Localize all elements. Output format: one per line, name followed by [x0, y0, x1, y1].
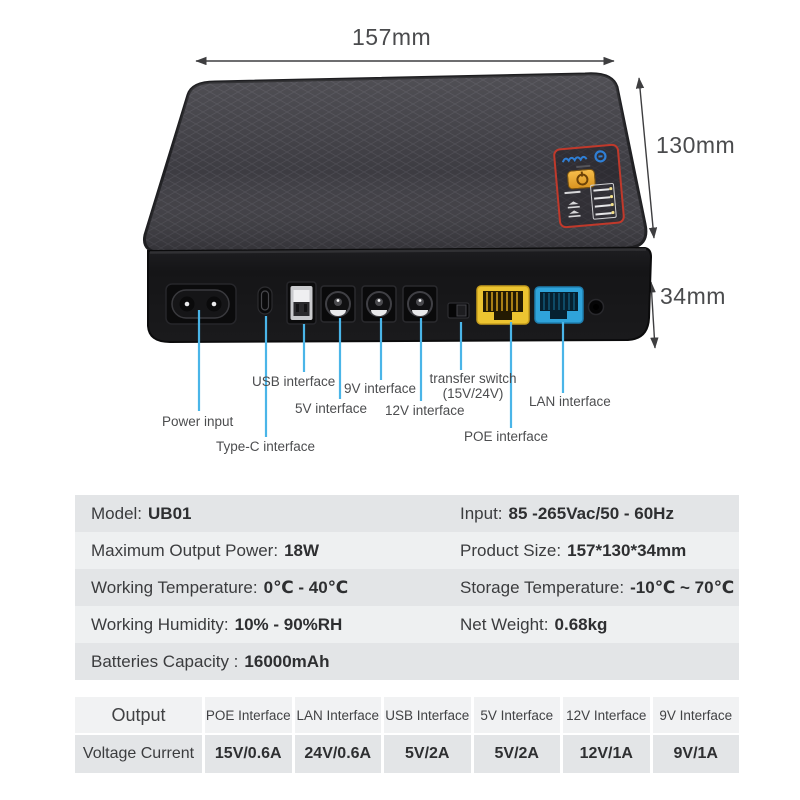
callout-lan: LAN interface	[529, 394, 611, 409]
callout-usb: USB interface	[252, 374, 336, 389]
callout-power-input: Power input	[162, 414, 234, 429]
spec-label: Working Humidity:	[91, 614, 229, 634]
dimension-height-label: 130mm	[656, 132, 736, 158]
spec-row-temperature: Working Temperature:0℃ - 40℃ Storage Tem…	[75, 569, 739, 606]
spec-value: 16000mAh	[244, 651, 330, 671]
dimension-thickness-label: 34mm	[660, 283, 726, 309]
output-value-cell: 5V/2A	[384, 735, 471, 773]
dc-5v-port	[320, 285, 356, 323]
power-icon	[575, 173, 589, 187]
spec-row-model: Model:UB01 Input:85 -265Vac/50 - 60Hz	[75, 495, 739, 532]
spec-value: 85 -265Vac/50 - 60Hz	[508, 503, 674, 523]
led-panel	[552, 143, 626, 229]
spec-label: Product Size:	[460, 540, 562, 560]
callout-9v: 9V interface	[344, 381, 417, 396]
callout-type-c: Type-C interface	[216, 439, 316, 454]
spec-value: 157*130*34mm	[567, 540, 687, 560]
spec-value: -10℃ ~ 70℃	[630, 577, 735, 597]
status-arrow-icons	[567, 201, 581, 218]
spec-label: Working Temperature:	[91, 577, 258, 597]
spec-row-battery: Batteries Capacity :16000mAh	[75, 643, 739, 680]
brand-logo	[561, 150, 607, 163]
panel-caption-mark	[576, 164, 591, 169]
spec-value: 0℃ - 40℃	[263, 577, 349, 597]
dc-12v-port	[402, 285, 438, 323]
spec-value: 0.68kg	[554, 614, 608, 634]
output-table-header: Output POE Interface LAN Interface USB I…	[75, 697, 739, 733]
battery-indicator-label	[564, 190, 581, 195]
spec-label: Storage Temperature:	[460, 577, 625, 597]
spec-table: Model:UB01 Input:85 -265Vac/50 - 60Hz Ma…	[75, 495, 739, 680]
output-row-label: Voltage Current	[75, 735, 202, 773]
device-ports	[165, 281, 605, 325]
round-dc-jack	[587, 298, 605, 316]
output-value-cell: 24V/0.6A	[294, 735, 381, 773]
output-header-cell: LAN Interface	[294, 697, 381, 733]
spec-value: 18W	[284, 540, 320, 560]
dimension-arrows	[195, 56, 659, 349]
spec-value: 10% - 90%RH	[234, 614, 343, 634]
output-table: Output POE Interface LAN Interface USB I…	[75, 697, 739, 773]
output-table-row: Voltage Current 15V/0.6A 24V/0.6A 5V/2A …	[75, 735, 739, 773]
spec-row-humidity: Working Humidity:10% - 90%RH Net Weight:…	[75, 606, 739, 643]
output-header-cell: POE Interface	[205, 697, 292, 733]
usb-a-port	[286, 281, 317, 325]
spec-row-power: Maximum Output Power:18W Product Size:15…	[75, 532, 739, 569]
callout-transfer-line2: (15V/24V)	[442, 386, 504, 401]
poe-port	[476, 285, 530, 325]
output-value-cell: 5V/2A	[473, 735, 560, 773]
callout-transfer-line1: transfer switch	[429, 371, 517, 386]
spec-value: UB01	[148, 503, 192, 523]
spec-label: Maximum Output Power:	[91, 540, 279, 560]
output-header-cell: 9V Interface	[652, 697, 739, 733]
led-indicator-box	[589, 182, 617, 220]
spec-label: Input:	[460, 503, 503, 523]
callout-lines	[197, 310, 565, 437]
output-value-cell: 15V/0.6A	[205, 735, 292, 773]
output-value-cell: 9V/1A	[652, 735, 739, 773]
output-header-cell: USB Interface	[384, 697, 471, 733]
transfer-switch	[447, 302, 470, 319]
output-header-cell: 5V Interface	[473, 697, 560, 733]
dimension-width-label: 157mm	[352, 24, 432, 50]
output-header-cell: 12V Interface	[563, 697, 650, 733]
spec-label: Model:	[91, 503, 143, 523]
spec-label: Net Weight:	[460, 614, 549, 634]
callout-5v: 5V interface	[295, 401, 368, 416]
power-inlet-port	[165, 283, 237, 325]
spec-label: Batteries Capacity :	[91, 651, 239, 671]
dc-9v-port	[361, 285, 397, 323]
callout-poe: POE interface	[464, 429, 549, 444]
type-c-port	[257, 286, 273, 315]
lan-port	[534, 286, 584, 324]
callout-12v: 12V interface	[385, 403, 465, 418]
device-illustration	[142, 56, 659, 437]
callout-transfer-switch: transfer switch (15V/24V)	[413, 371, 533, 401]
output-header-cell: Output	[75, 697, 202, 733]
output-value-cell: 12V/1A	[563, 735, 650, 773]
